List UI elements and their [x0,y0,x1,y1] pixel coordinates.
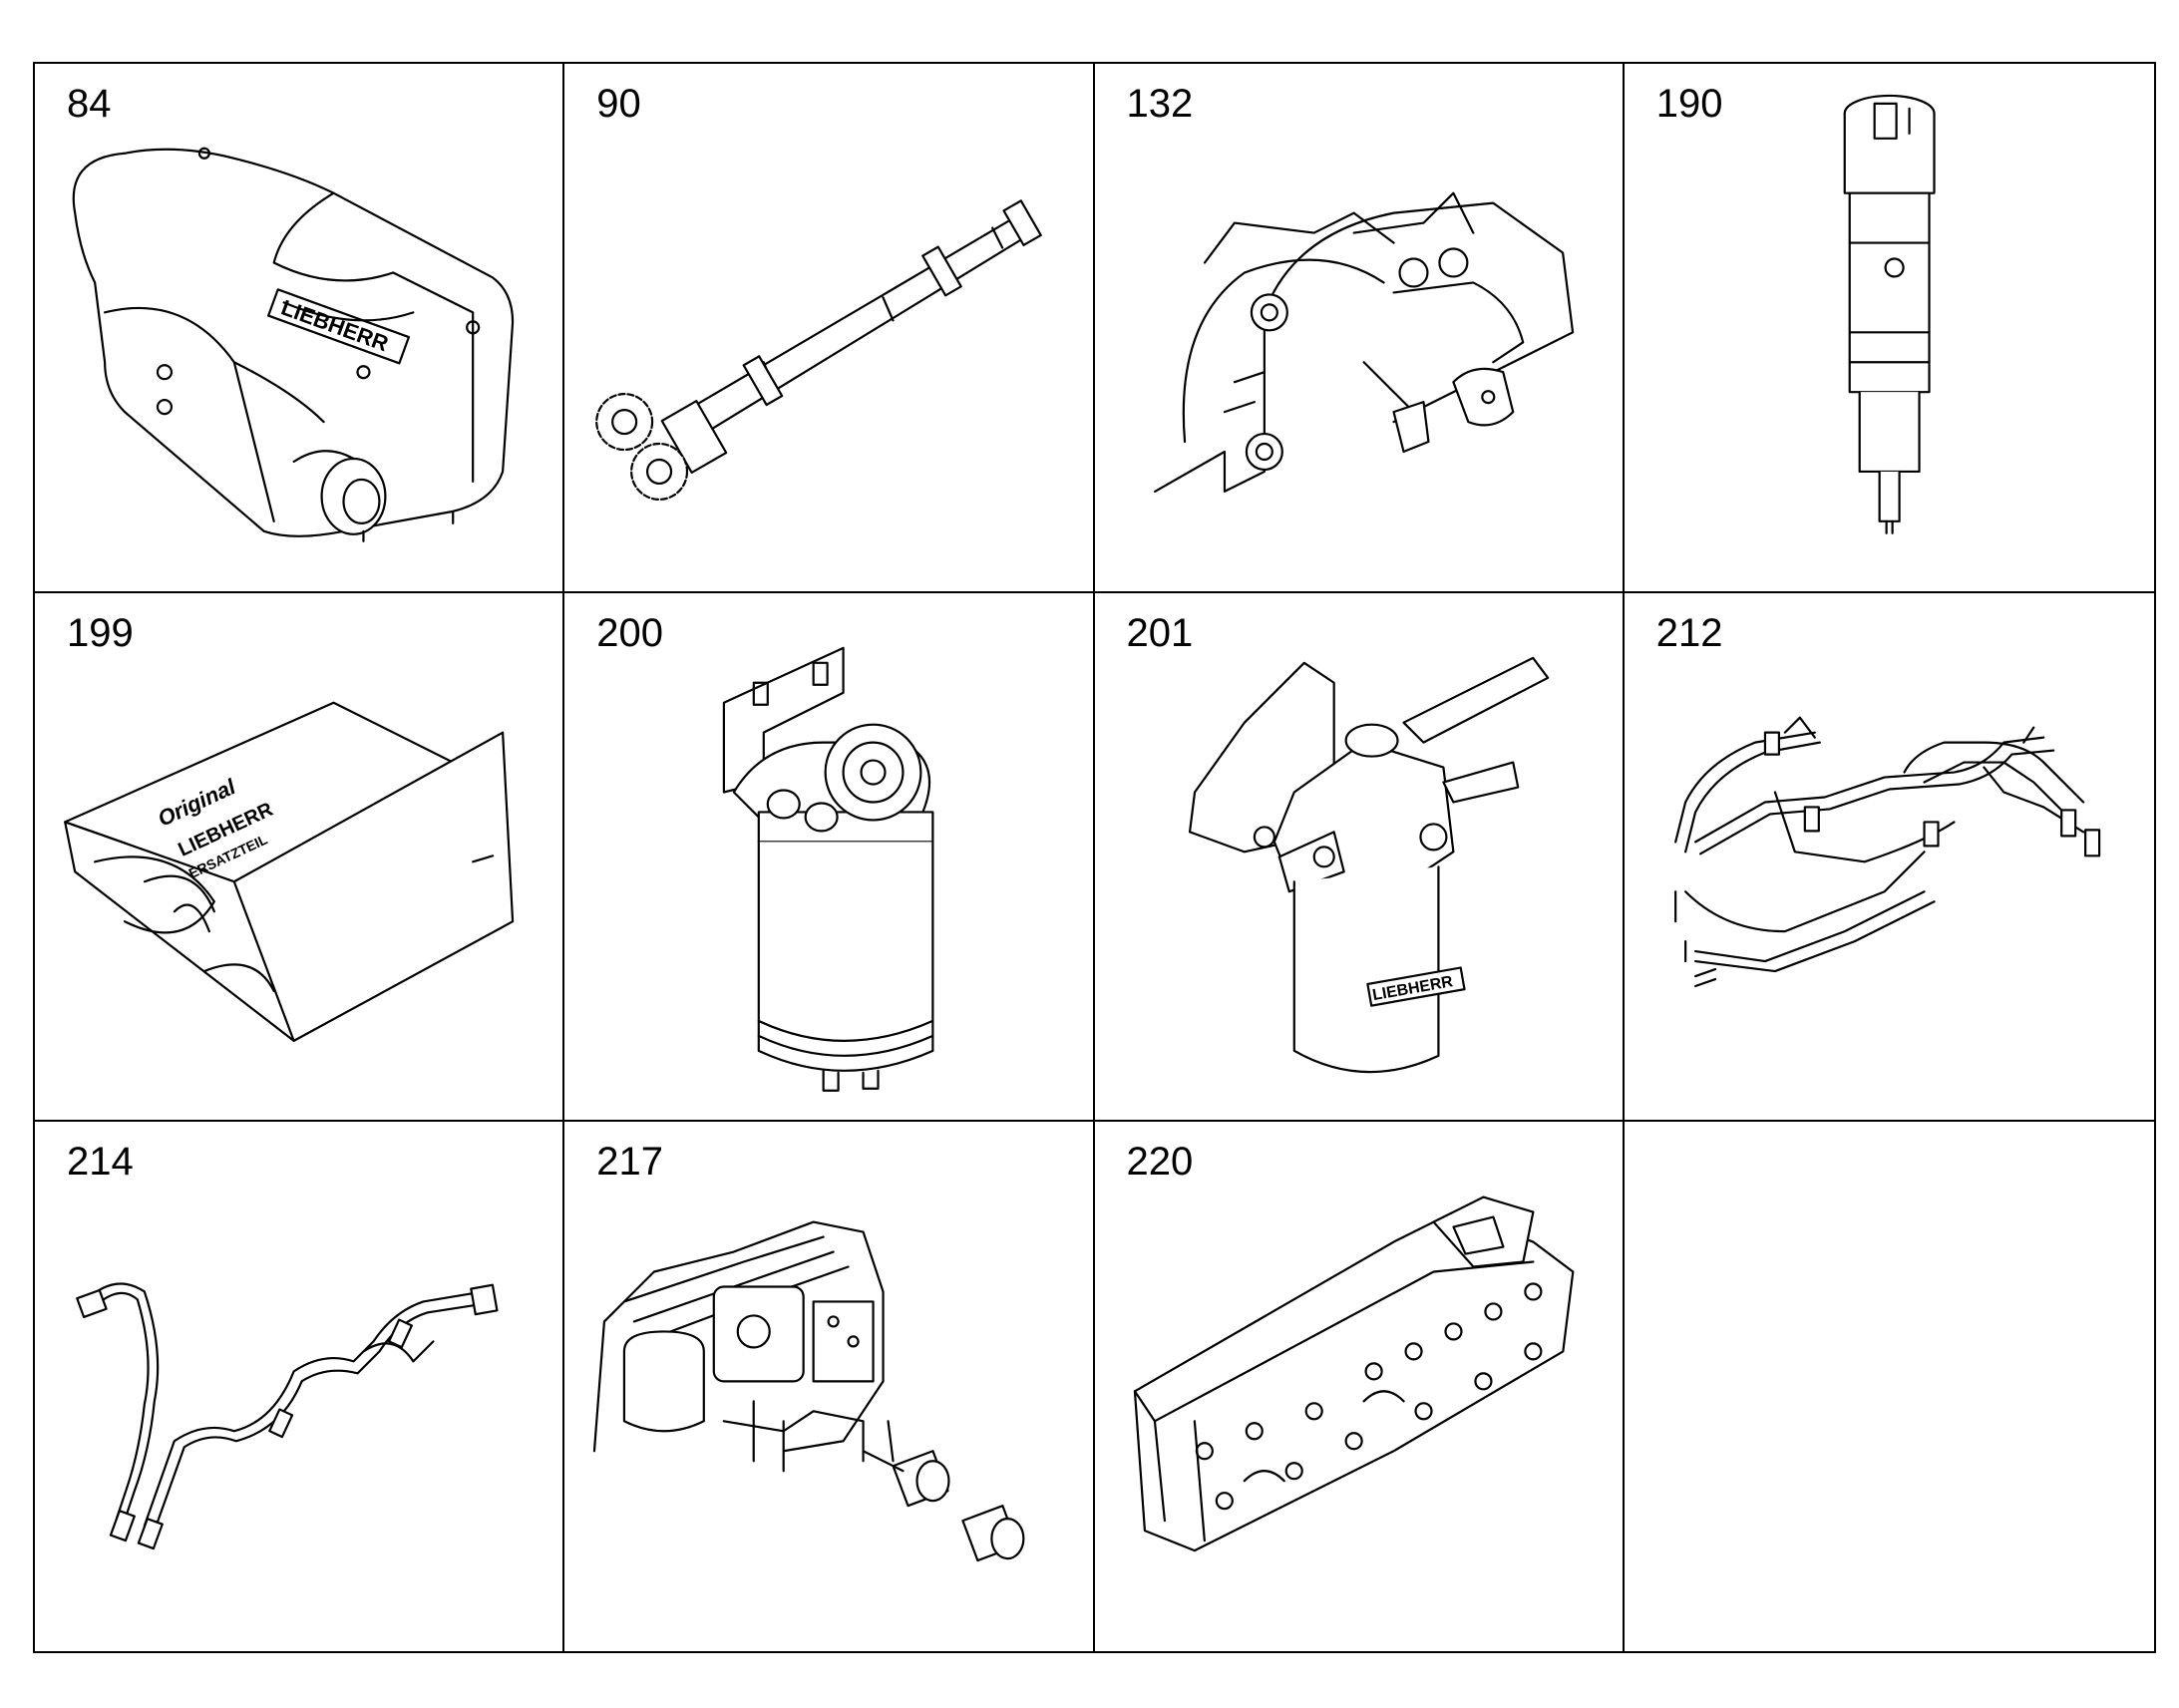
part-cell-132[interactable]: 132 [1094,64,1625,593]
pipe-harness-icon [1673,716,2100,987]
part-cell-220[interactable]: 220 [1095,1122,1625,1651]
parts-grid: 84 LIEBHERR 90 [33,62,2156,1653]
part-number: 201 [1126,610,1194,655]
part-number: 90 [596,82,641,126]
part-cell-212[interactable]: 212 [1624,593,2154,1123]
fuel-filter-head-icon: LIEBHERR [1188,656,1549,1073]
part-cell-214[interactable]: 214 [35,1122,565,1651]
part-cell-190[interactable]: 190 [1624,64,2154,593]
manifold-icon [1133,1196,1574,1552]
parts-box-icon: Original LIEBHERR ERSATZTEIL [64,701,515,1042]
part-cell-201[interactable]: 201 LIEBHERR [1094,592,1625,1123]
empty-cell [1625,1122,2154,1651]
part-number: 212 [1655,610,1723,655]
part-number: 132 [1126,82,1194,126]
part-cell-84[interactable]: 84 LIEBHERR [35,64,565,593]
part-cell-90[interactable]: 90 [564,64,1095,593]
injector-icon [1843,94,1936,534]
gear-shaft-icon [595,199,1043,501]
part-number: 200 [596,610,663,655]
part-cell-199[interactable]: 199 Original LIEBHERR ERSATZTEIL [35,592,565,1123]
part-number: 220 [1126,1140,1194,1185]
part-cell-217[interactable]: 217 [564,1122,1095,1651]
turbo-cover-icon: LIEBHERR [72,147,515,542]
part-cell-200[interactable]: 200 [564,592,1095,1123]
housing-plug-icon [1153,191,1574,494]
part-number: 199 [67,610,134,655]
part-number: 217 [596,1140,663,1185]
fuel-filter-icon [723,646,934,1092]
fuel-line-icon [76,1282,499,1550]
part-number: 214 [67,1140,134,1185]
part-number: 84 [67,82,112,126]
engine-fitting-icon [593,1220,1025,1562]
part-number: 190 [1655,82,1723,126]
